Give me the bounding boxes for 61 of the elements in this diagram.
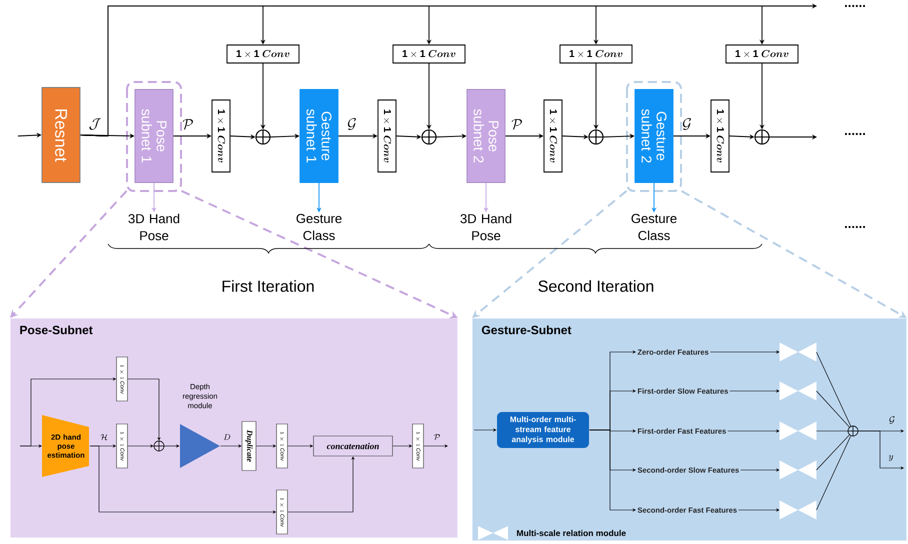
conv-box: $1\times 1\,\mathit{Conv}$ xyxy=(116,424,128,468)
regression-triangle xyxy=(180,384,220,468)
panel-heading: Pose-Subnet xyxy=(20,325,93,334)
iteration-label: Second Iteration xyxy=(538,280,654,292)
conv-box: $\mathbf{1\times 1}\ \boldsymbol{Conv}$ xyxy=(726,44,798,64)
conv-box: $\mathbf{1\times 1}\ \boldsymbol{Conv}$ xyxy=(710,100,730,172)
bowtie-symbol xyxy=(780,342,816,362)
edge-label: $\mathcal{P}$ xyxy=(434,434,440,440)
panel-heading: Gesture-Subnet xyxy=(482,325,572,334)
iteration-label: First Iteration xyxy=(222,280,314,292)
edge-label: $y$ xyxy=(888,455,894,461)
sum-circle xyxy=(254,128,272,146)
edge-label: $\mathcal{P}$ xyxy=(512,119,522,130)
edge-label: $\mathcal{J}$ xyxy=(89,118,101,130)
sum-circle xyxy=(847,425,859,437)
output-label: 3D Hand Pose xyxy=(460,214,512,240)
subnet-box: Pose subnet 2 xyxy=(466,89,506,183)
bowtie-symbol xyxy=(780,382,816,400)
conv-box: $\mathbf{1\times 1}\ \boldsymbol{Conv}$ xyxy=(226,44,300,64)
output-label: Gesture Class xyxy=(296,214,342,240)
ellipsis: ...... xyxy=(845,5,865,7)
conv-box: $\mathbf{1\times 1}\ \boldsymbol{Conv}$ xyxy=(544,100,562,172)
ellipsis: ...... xyxy=(845,226,865,228)
connector-line xyxy=(816,434,850,470)
edge-label: $\mathcal{G}$ xyxy=(889,416,895,424)
zoom-line xyxy=(10,190,128,318)
conv-box: $1\times 1\,\mathit{Conv}$ xyxy=(276,490,288,534)
subnet-box: Gesture subnet 2 xyxy=(634,89,674,183)
sum-circle xyxy=(754,128,770,146)
bowtie-symbol xyxy=(780,422,816,440)
bowtie-symbol xyxy=(780,460,816,480)
connector-line xyxy=(816,436,852,510)
duplicate-box: Duplicate xyxy=(242,421,256,471)
edge-label: $\mathcal{H}$ xyxy=(100,434,108,440)
sum-circle xyxy=(420,128,438,146)
conv-box: $\mathbf{1\times 1}\ \boldsymbol{Conv}$ xyxy=(212,100,230,172)
conv-box: $\mathbf{1\times 1}\ \boldsymbol{Conv}$ xyxy=(392,44,466,64)
conv-box: $\mathbf{1\times 1}\ \boldsymbol{Conv}$ xyxy=(560,44,632,64)
subnet-box: Pose subnet 1 xyxy=(134,89,174,183)
module-box: Multi-order multi-stream feature analysis module xyxy=(497,412,589,448)
connector-line xyxy=(816,352,852,426)
bowtie-symbol xyxy=(780,500,816,520)
concatenation-box: concatenation xyxy=(313,436,393,456)
backbone-box: Resnet xyxy=(42,87,80,183)
output-label: 3D Hand Pose xyxy=(128,214,180,240)
edge-label: $D$ xyxy=(224,434,230,440)
ellipsis: ...... xyxy=(845,133,865,135)
conv-box: $1\times 1\,\mathit{Conv}$ xyxy=(412,424,424,468)
edge-label: $\mathcal{P}$ xyxy=(182,119,193,130)
sum-circle xyxy=(153,440,165,452)
conv-box: $1\times 1\,\mathit{Conv}$ xyxy=(116,356,128,402)
legend-label: Multi-scale relation module xyxy=(517,530,626,536)
edge-label: $\mathcal{G}$ xyxy=(682,118,691,130)
connector-line xyxy=(816,390,850,428)
conv-box: $\mathbf{1\times 1}\ \boldsymbol{Conv}$ xyxy=(378,100,396,172)
output-label: Gesture Class xyxy=(632,214,677,240)
subnet-box: Gesture subnet 1 xyxy=(300,89,338,183)
edge-label: $\mathcal{G}$ xyxy=(348,118,356,130)
connector-line xyxy=(816,430,848,432)
sum-circle xyxy=(588,128,604,146)
conv-box: $1\times 1\,\mathit{Conv}$ xyxy=(276,424,288,468)
